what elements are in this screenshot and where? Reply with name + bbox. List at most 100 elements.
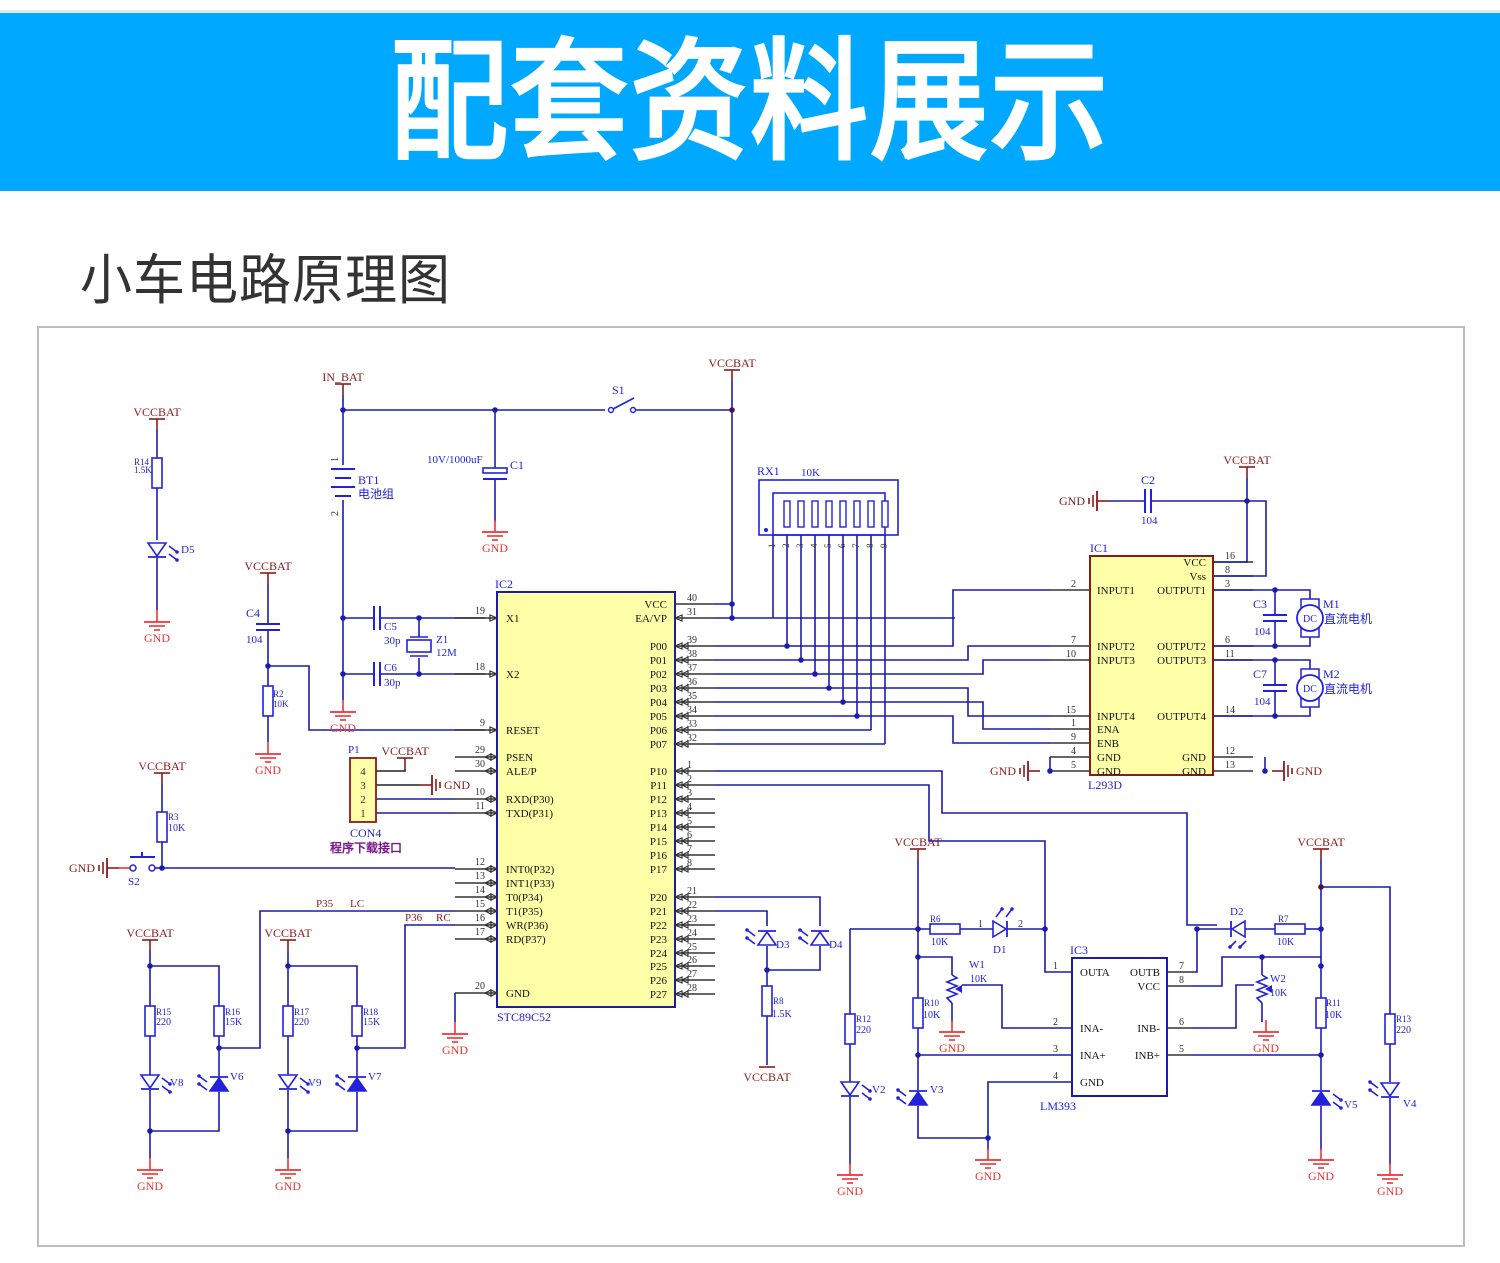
ic2-pin-num: 18	[475, 662, 485, 673]
potentiometer-w1	[944, 974, 960, 1004]
vcc-v9: VCCBAT	[264, 926, 312, 940]
vcc-ic3-left: VCCBAT	[894, 835, 942, 849]
d1-pin2: 2	[1018, 919, 1023, 930]
wire	[715, 770, 1217, 926]
wire	[917, 929, 953, 975]
ic2-pin-num: 22	[687, 900, 697, 911]
ic2-pin-num: 20	[475, 981, 485, 992]
gnd-c1: GND	[482, 541, 508, 555]
ic1-pin-num: 6	[1225, 635, 1230, 646]
wire	[268, 665, 485, 731]
gnd-r2: GND	[255, 763, 281, 777]
ic1-pin-num: 5	[1071, 760, 1076, 771]
vcc-v8: VCCBAT	[126, 926, 174, 940]
ic2-pin-name: P15	[650, 836, 668, 848]
v2-ref: V2	[872, 1084, 885, 1096]
ic3-pin-name: GND	[1080, 1077, 1104, 1089]
ic1-pin-num: 10	[1066, 649, 1076, 660]
ic2-pin-name: P11	[650, 780, 667, 792]
pin-bidir-icon	[680, 670, 689, 678]
light-arrow-head-icon	[175, 558, 179, 562]
wire	[843, 701, 1050, 730]
resistor-r11	[1315, 997, 1327, 1029]
wire	[715, 784, 1046, 929]
m1-ref: M1	[1323, 597, 1340, 611]
vcc-ic1: VCCBAT	[1223, 453, 1271, 467]
pin-bidir-icon	[490, 865, 499, 873]
m1-symbol: DC	[1303, 614, 1317, 625]
light-arrow-head-icon	[197, 1074, 201, 1078]
pin-bidir-icon	[490, 795, 499, 803]
ic2-pin-num: 5	[687, 816, 692, 827]
resistor-r15	[144, 1005, 156, 1037]
d1-pin1: 1	[978, 919, 983, 930]
pin-bidir-icon	[490, 921, 499, 929]
ic1-pin-name: OUTPUT3	[1157, 655, 1206, 667]
labels: VCCBATR141.5KD5GNDVCCBATC4104R210KGNDIN_…	[69, 356, 1417, 1198]
ic2-pin-num: 34	[687, 705, 697, 716]
ic3-pin-name: INB-	[1137, 1023, 1160, 1035]
light-arrow-head-icon	[745, 928, 749, 932]
ic2-pin-name: P27	[650, 989, 668, 1001]
m2-value: 直流电机	[1324, 682, 1372, 696]
ic2-pin-name: X1	[506, 613, 519, 625]
r8-value: 1.5K	[772, 1009, 793, 1020]
r2-value: 10K	[273, 699, 289, 709]
d3-ref: D3	[776, 939, 790, 951]
switch-s1-contact-icon	[629, 406, 637, 414]
z1-ref: Z1	[436, 634, 448, 646]
c6-value: 30p	[384, 677, 401, 689]
c6-ref: C6	[384, 662, 397, 674]
r6-ref: R6	[930, 914, 941, 924]
components	[98, 369, 1403, 1184]
ic2-pin-num: 15	[475, 899, 485, 910]
wires	[119, 381, 1391, 1165]
wire	[1192, 956, 1321, 987]
r14-ref: R14	[134, 457, 150, 467]
wire	[342, 395, 605, 411]
gnd-s2: GND	[69, 861, 95, 875]
led-v2	[839, 1081, 861, 1097]
capacitor-c1-icon	[482, 467, 508, 474]
pin-bidir-icon	[680, 781, 689, 789]
ic1-pin-num: 14	[1225, 705, 1235, 716]
pin-arrow-icon	[489, 726, 499, 734]
schematic-frame	[37, 326, 1465, 1247]
ic1-pin-num: 9	[1071, 732, 1076, 743]
rx1-pin-num: 4	[809, 543, 819, 548]
wiper-arrow-icon	[1265, 985, 1272, 993]
ic2-pin-name: P02	[650, 669, 667, 681]
ic2-pin-num: 2	[687, 774, 692, 785]
top-divider	[0, 10, 1500, 13]
light-arrow-head-icon	[896, 1088, 900, 1092]
ic3-pin-num: 1	[1053, 961, 1058, 972]
pin-bidir-icon	[680, 837, 689, 845]
ic2-pin-num: 38	[687, 649, 697, 660]
c1-value: 10V/1000uF	[427, 454, 483, 466]
ic3-pin-num: 8	[1179, 975, 1184, 986]
r13-ref: R13	[1396, 1014, 1412, 1024]
p1-pin-num: 2	[360, 794, 366, 806]
ic2-pin-num: 39	[687, 635, 697, 646]
phototransistor-v6	[208, 1076, 230, 1092]
net-p35-name: LC	[350, 898, 364, 910]
wire	[288, 1092, 358, 1132]
ic2-pin-num: 11	[475, 801, 485, 812]
ic1-pin-name: OUTPUT4	[1157, 711, 1206, 723]
ic2-pin-num: 3	[687, 788, 692, 799]
d4-ref: D4	[829, 939, 843, 951]
rx1-resistor-icon	[797, 500, 805, 528]
ic2-pin-num: 10	[475, 787, 485, 798]
pin-bidir-icon	[680, 656, 689, 664]
light-arrow-head-icon	[168, 1090, 172, 1094]
ic1-pin-name: INPUT4	[1097, 711, 1135, 723]
ic1-pin-name: OUTPUT1	[1157, 585, 1206, 597]
ic2-pin-num: 40	[687, 593, 697, 604]
m2-ref: M2	[1323, 667, 1340, 681]
v7-ref: V7	[368, 1071, 382, 1083]
c3-ref: C3	[1253, 597, 1267, 611]
r3-ref: R3	[168, 812, 179, 822]
ic2-pin-name: P14	[650, 822, 668, 834]
wire	[766, 946, 821, 971]
ic1-pin-num: 8	[1225, 565, 1230, 576]
